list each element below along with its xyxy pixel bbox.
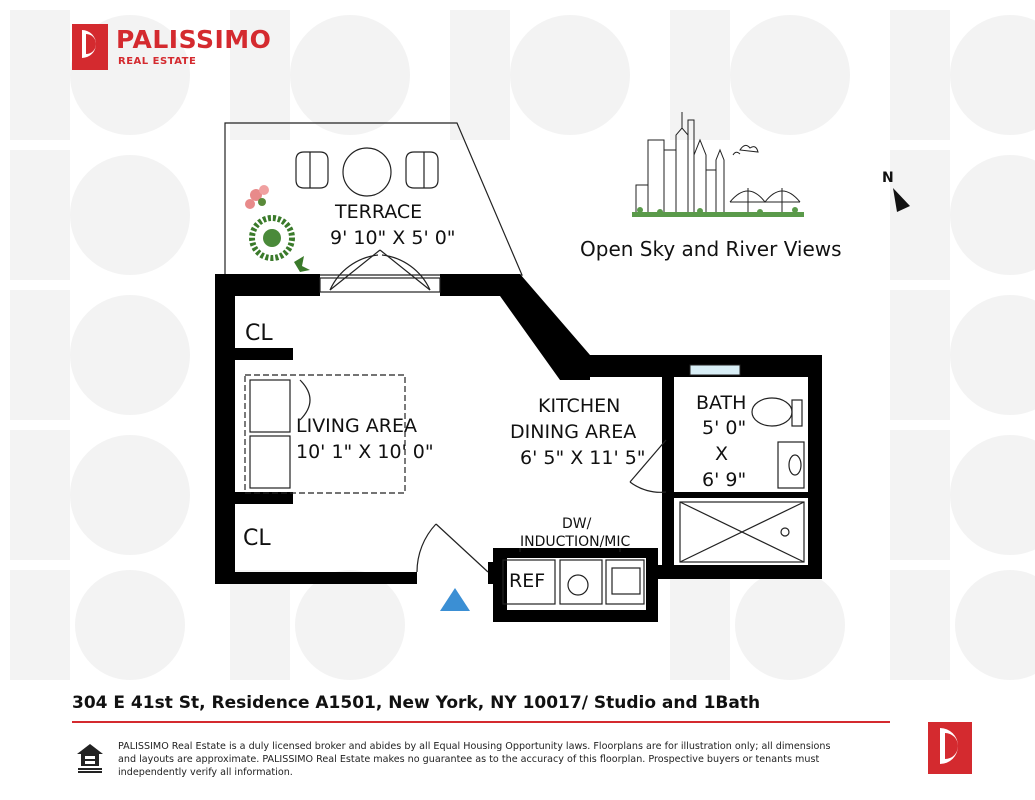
bath-size-2: 6' 9" bbox=[702, 469, 747, 491]
terrace-plants-icon bbox=[245, 185, 310, 272]
bath-size-1: 5' 0" bbox=[702, 417, 747, 439]
entry-door bbox=[416, 523, 489, 573]
dining-label: DINING AREA bbox=[510, 421, 637, 443]
background-pattern bbox=[10, 10, 1035, 680]
bath-label: BATH bbox=[696, 392, 747, 414]
closet-bottom-label: CL bbox=[243, 526, 271, 551]
city-skyline-icon bbox=[635, 112, 801, 217]
skyline-greenery bbox=[632, 207, 804, 217]
views-caption: Open Sky and River Views bbox=[580, 237, 842, 261]
living-label: LIVING AREA bbox=[296, 415, 417, 437]
terrace-label: TERRACE bbox=[335, 201, 423, 223]
north-label: N bbox=[882, 170, 894, 186]
floor-plan bbox=[215, 112, 910, 622]
bath-door bbox=[629, 439, 667, 493]
north-arrow-icon bbox=[893, 188, 910, 212]
legal-disclaimer: PALISSIMO Real Estate is a duly licensed… bbox=[118, 741, 831, 778]
brand-logo[interactable]: PALISSIMO REAL ESTATE bbox=[72, 24, 292, 74]
walls bbox=[215, 274, 822, 622]
entry-triangle-icon bbox=[440, 588, 470, 611]
terrace-table-set bbox=[295, 147, 439, 197]
terrace-outline bbox=[224, 122, 523, 276]
footer-divider bbox=[72, 721, 890, 723]
palissimo-footer-logo-icon[interactable] bbox=[928, 722, 972, 774]
kitchen-label: KITCHEN bbox=[538, 395, 621, 417]
palissimo-logo-icon bbox=[72, 24, 108, 70]
brand-subtitle: REAL ESTATE bbox=[118, 56, 197, 67]
bath-fixtures bbox=[679, 397, 805, 563]
terrace-size: 9' 10" X 5' 0" bbox=[330, 227, 456, 249]
kitchen-appliances bbox=[502, 548, 645, 605]
bed bbox=[244, 374, 406, 494]
property-address: 304 E 41st St, Residence A1501, New York… bbox=[72, 693, 761, 713]
living-size: 10' 1" X 10' 0" bbox=[296, 441, 434, 463]
equal-housing-icon bbox=[77, 744, 103, 773]
ref-label: REF bbox=[509, 570, 546, 592]
brand-name: PALISSIMO bbox=[116, 25, 272, 54]
appliances-label-2: INDUCTION/MIC bbox=[520, 534, 631, 550]
closet-top-label: CL bbox=[245, 321, 273, 346]
kitchen-size: 6' 5" X 11' 5" bbox=[520, 447, 646, 469]
terrace-door bbox=[319, 249, 441, 293]
bath-x: X bbox=[715, 443, 729, 465]
appliances-label-1: DW/ bbox=[562, 516, 592, 532]
